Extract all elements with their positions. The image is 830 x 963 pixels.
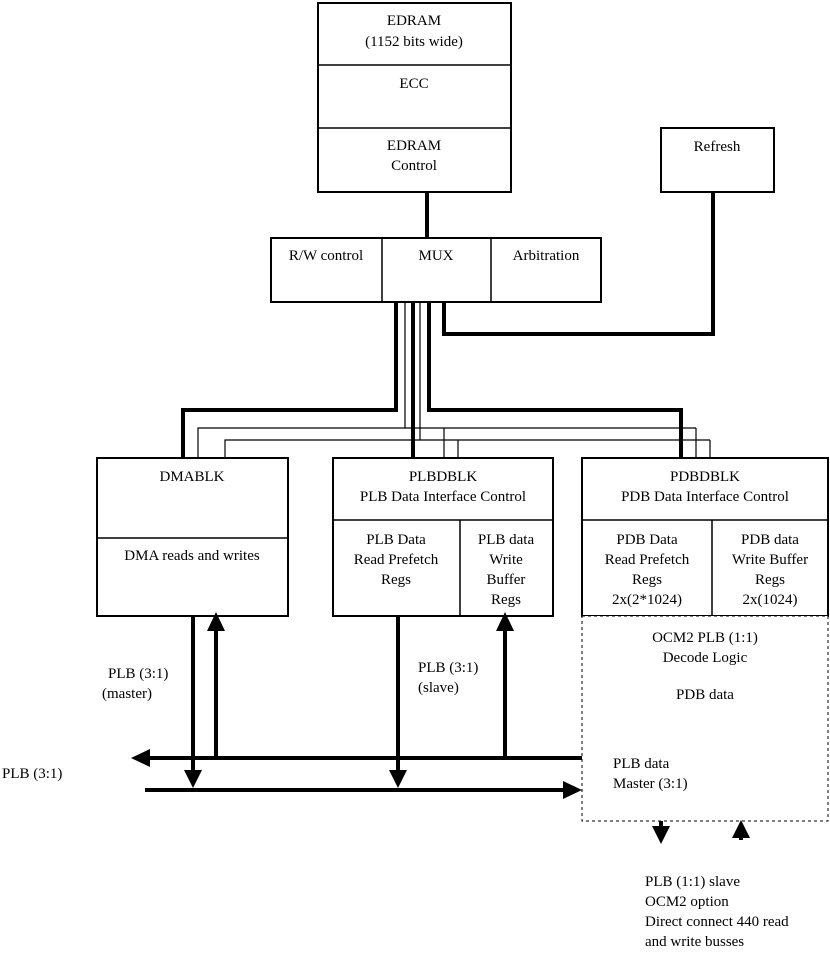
pdb-read-line3: Regs: [632, 572, 662, 588]
bottom-note-line1: PLB (1:1) slave: [645, 874, 740, 890]
plb-read-line1: PLB Data: [366, 532, 426, 548]
ocm2-box: [581, 615, 829, 822]
edram-control-line1: EDRAM: [387, 138, 441, 154]
refresh-mux-link: [442, 192, 715, 336]
pdb-read-line2: Read Prefetch: [605, 552, 690, 568]
thin-link-dmablk-1: [197, 302, 406, 458]
plb-bus-upper-arrowhead: [131, 749, 150, 767]
ocm2-line1: OCM2 PLB (1:1): [652, 630, 758, 646]
plb-master-label-line2: (master): [102, 686, 152, 702]
plb-write-line3: Buffer: [487, 572, 526, 588]
plb-write-line2: Write: [489, 552, 523, 568]
ocm2-down-arrowhead: [652, 826, 670, 844]
pdbdblk-title: PDBDBLK: [670, 469, 740, 485]
ocm2-pdb-data: PDB data: [676, 687, 734, 703]
edram-stack: EDRAM (1152 bits wide) ECC EDRAM Control: [317, 2, 512, 193]
pdbdblk-box: [581, 457, 829, 617]
arbitration-label: Arbitration: [513, 248, 580, 264]
plb-read-line3: Regs: [381, 572, 411, 588]
pdbdblk-block: PDBDBLK PDB Data Interface Control PDB D…: [581, 457, 829, 617]
plb-slave-label-line1: PLB (3:1): [418, 660, 478, 676]
ocm2-master-line1: PLB data: [613, 756, 670, 772]
plb-write-line1: PLB data: [478, 532, 535, 548]
bottom-note-line2: OCM2 option: [645, 894, 729, 910]
mux-row: R/W control MUX Arbitration: [270, 237, 602, 303]
dmablk-block: DMABLK DMA reads and writes: [96, 457, 289, 617]
mux-row-box: [270, 237, 602, 303]
refresh-label: Refresh: [694, 139, 741, 155]
edram-control-line2: Control: [391, 158, 437, 174]
plb-master-label-line1: PLB (3:1): [108, 666, 168, 682]
plb-down-arrowhead: [389, 770, 407, 788]
ocm2-master-line2: Master (3:1): [613, 776, 688, 792]
mux-label: MUX: [418, 248, 453, 264]
plbdblk-title: PLBDBLK: [409, 469, 478, 485]
pdb-write-line4: 2x(1024): [743, 592, 798, 608]
ocm2-line2: Decode Logic: [663, 650, 748, 666]
refresh-block: Refresh: [660, 127, 775, 193]
plb-up-arrowhead: [496, 612, 514, 631]
pdb-read-line4: 2x(2*1024): [612, 592, 682, 608]
plbdblk-block: PLBDBLK PLB Data Interface Control PLB D…: [332, 457, 554, 617]
pdb-write-line3: Regs: [755, 572, 785, 588]
bottom-note-line3: Direct connect 440 read: [645, 914, 789, 930]
pdb-read-line1: PDB Data: [616, 532, 678, 548]
plbdblk-subtitle: PLB Data Interface Control: [360, 489, 526, 505]
thin-link-dmablk-2: [224, 302, 421, 458]
edram-subtitle: (1152 bits wide): [365, 34, 463, 50]
plb-bus-label: PLB (3:1): [2, 766, 62, 782]
edram-stack-box: [317, 2, 512, 193]
dmablk-body: DMA reads and writes: [124, 548, 260, 564]
bottom-note-line4: and write busses: [645, 934, 744, 950]
mux-dmablk-bus: [181, 302, 398, 458]
plb-write-line4: Regs: [491, 592, 521, 608]
ecc-label: ECC: [399, 76, 428, 92]
ocm2-up-arrowhead: [732, 820, 750, 838]
refresh-box: [660, 127, 775, 193]
plb-read-line2: Read Prefetch: [354, 552, 439, 568]
plb-bus-lower-arrowhead: [563, 781, 582, 799]
plb-slave-label-line2: (slave): [418, 680, 459, 696]
plbdblk-box: [332, 457, 554, 617]
mux-pdbdblk-bus: [427, 302, 683, 458]
pdbdblk-subtitle: PDB Data Interface Control: [621, 489, 789, 505]
edram-title: EDRAM: [387, 13, 441, 29]
dmablk-title: DMABLK: [159, 469, 224, 485]
pdb-write-line1: PDB data: [741, 532, 799, 548]
pdb-write-line2: Write Buffer: [732, 552, 808, 568]
dmablk-box: [96, 457, 289, 617]
rw-control-label: R/W control: [289, 248, 363, 264]
dma-down-arrowhead: [184, 770, 202, 788]
dma-up-arrowhead: [207, 612, 225, 631]
ocm2-block: OCM2 PLB (1:1) Decode Logic PDB data PLB…: [581, 615, 829, 822]
